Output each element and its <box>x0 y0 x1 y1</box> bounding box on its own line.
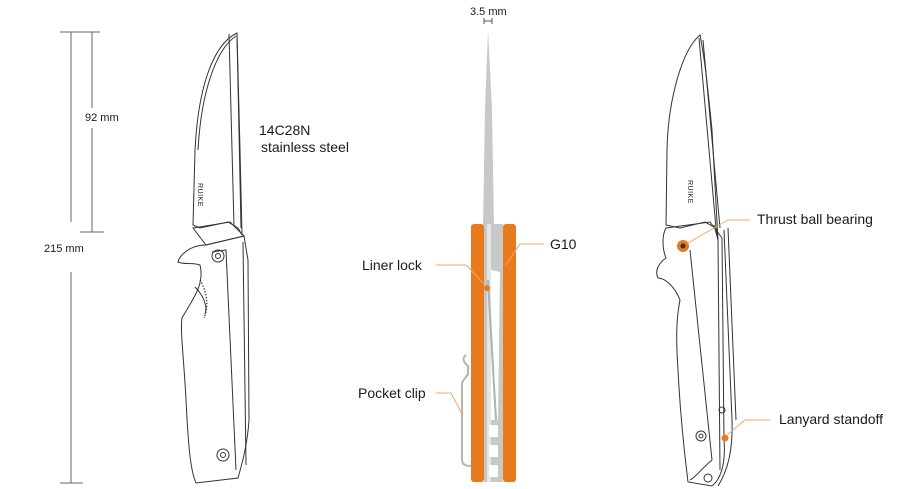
callout-liner-lock: Liner lock <box>362 257 422 273</box>
blade-thickness-label: 3.5 mm <box>470 6 507 18</box>
callout-thrust-ball-bearing: Thrust ball bearing <box>757 211 873 227</box>
knife-edge-view <box>461 18 516 482</box>
overall-length-dimension-line <box>60 31 100 484</box>
leader-lines-center <box>436 243 544 417</box>
callout-lanyard-standoff: Lanyard standoff <box>779 411 884 427</box>
knife-side-view-left <box>177 32 250 484</box>
lanyard-standoff-marker <box>721 434 729 442</box>
blade-length-label: 92 mm <box>85 112 119 124</box>
material-line-2: stainless steel <box>261 139 349 155</box>
knife-side-view-right <box>656 34 737 487</box>
material-line-1: 14C28N <box>259 122 311 138</box>
leader-lines-right <box>687 219 770 437</box>
g10-scale-left <box>471 224 484 482</box>
blade-length-dimension-line <box>80 32 104 233</box>
callout-pocket-clip: Pocket clip <box>358 385 426 401</box>
brand-mark-right: RUIKE <box>686 180 693 204</box>
callout-g10: G10 <box>550 236 577 252</box>
jimping <box>199 279 208 319</box>
thrust-bearing-marker <box>677 240 689 252</box>
overall-length-label: 215 mm <box>44 243 84 255</box>
pocket-clip-shape <box>461 354 472 467</box>
g10-scale-right <box>503 224 516 482</box>
brand-mark-left: RUIKE <box>196 183 203 207</box>
